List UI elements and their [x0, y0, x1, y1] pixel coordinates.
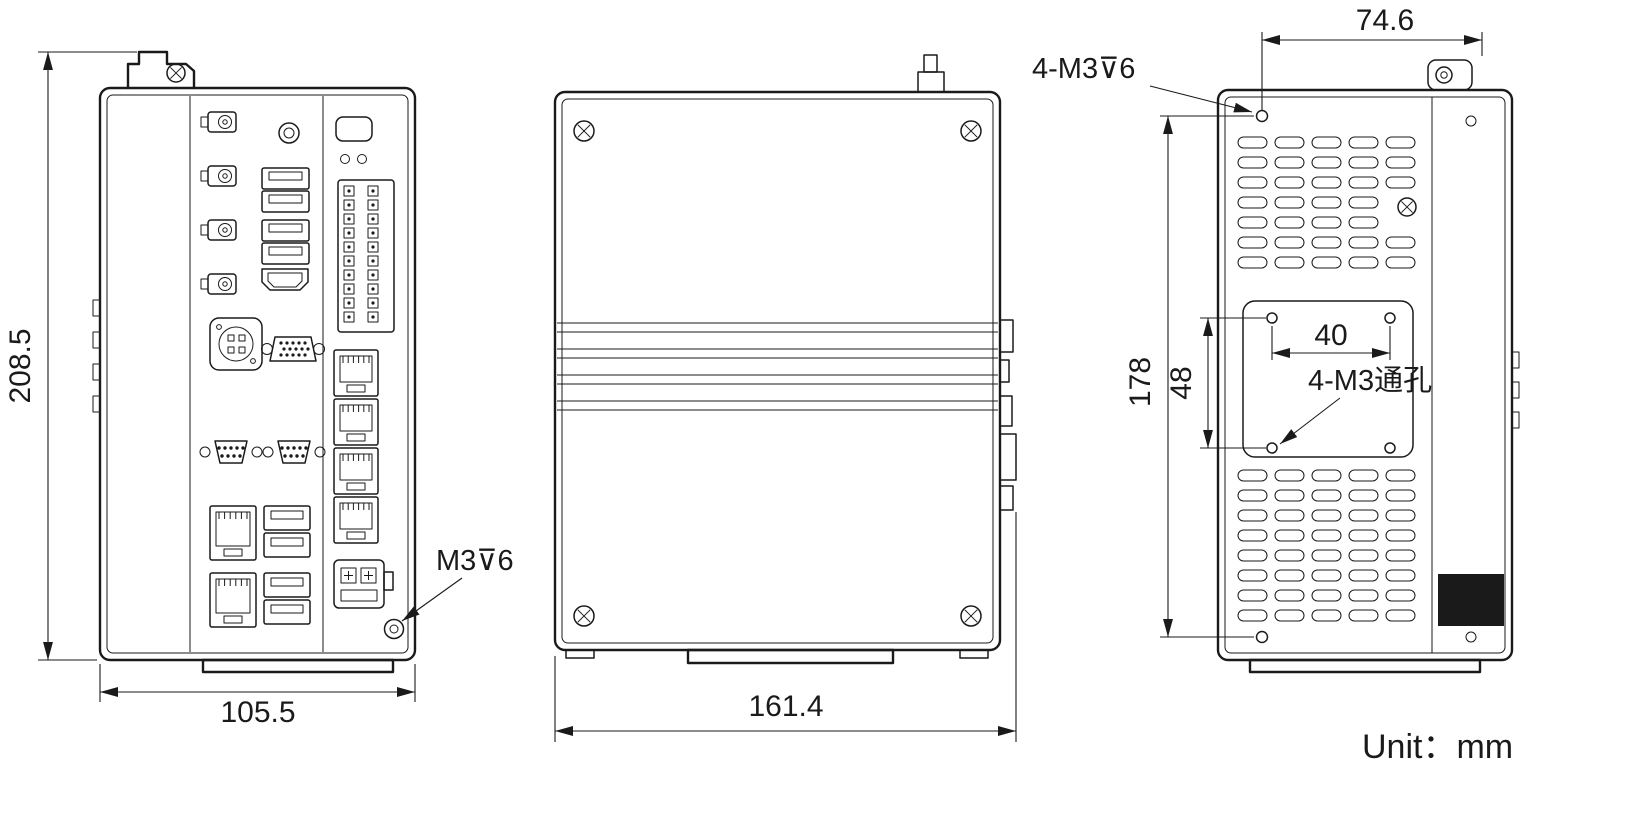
status-led-2 [357, 154, 367, 164]
side-corner-screws [573, 120, 982, 627]
lan-port-5 [333, 447, 379, 495]
front-width-value: 105.5 [220, 696, 295, 729]
back-callout-through-holes: 4-M3通孔 [1279, 365, 1432, 445]
corner-screw [573, 605, 595, 627]
usb-port-8 [263, 599, 311, 625]
usb-port-3 [261, 219, 310, 242]
back-mount-hole-bottom [1255, 630, 1269, 644]
front-view: 208.5 105.5 M3⊽6 [4, 50, 514, 729]
front-foot [201, 658, 395, 674]
back-body-inner [1224, 96, 1506, 654]
lan-port-6 [333, 496, 379, 544]
front-height-value: 208.5 [4, 328, 37, 403]
din-power-connector [209, 317, 263, 371]
hdmi-port [261, 268, 309, 291]
front-callout-screw: M3⊽6 [401, 545, 514, 622]
lan-port-2 [209, 572, 257, 628]
audio-jack [278, 122, 300, 144]
lan-port-4 [333, 398, 379, 446]
serial-port-1 [199, 440, 263, 464]
usb-port-2 [261, 190, 310, 213]
front-dim-width: 105.5 [99, 664, 416, 729]
label-plate [1438, 574, 1504, 626]
usb-port-5 [263, 505, 311, 531]
status-led-1 [340, 154, 350, 164]
back-vent-screw [1397, 197, 1417, 217]
front-tab-screw [166, 63, 186, 83]
side-view: 161.4 [553, 54, 1017, 742]
power-terminal [333, 559, 394, 609]
back-mount-width-value: 74.6 [1356, 4, 1414, 37]
side-body [553, 90, 1002, 652]
corner-screw [573, 120, 595, 142]
back-mount-height-value: 178 [1124, 357, 1157, 407]
lan-port-1 [209, 505, 257, 561]
side-depth-value: 161.4 [748, 690, 823, 723]
side-antenna-stub [917, 54, 945, 93]
corner-screw [960, 120, 982, 142]
side-connector-stubs [999, 319, 1017, 511]
side-foot [686, 648, 895, 665]
reset-button [335, 116, 373, 142]
back-dim-plate-height: 48 [1165, 317, 1266, 449]
lan-port-3 [333, 349, 379, 397]
back-plate-height-value: 48 [1165, 366, 1198, 399]
back-mount-hole-top [1255, 109, 1269, 123]
unit-label: Unit：mm [1362, 728, 1513, 766]
back-mount-plate [1242, 300, 1414, 458]
back-dim-mount-height: 178 [1124, 115, 1254, 638]
vga-port [261, 336, 325, 362]
usb-port-6 [263, 532, 311, 558]
usb-port-7 [263, 572, 311, 598]
back-right-notches [1511, 351, 1520, 429]
back-foot [1248, 658, 1482, 674]
io-connector-3 [200, 219, 237, 241]
serial-port-2 [262, 440, 326, 464]
back-plate-width-value: 40 [1314, 319, 1347, 352]
terminal-block [337, 179, 395, 333]
back-through-holes-callout-text: 4-M3通孔 [1308, 365, 1432, 397]
back-dim-plate-width: 40 [1271, 319, 1391, 360]
side-dim-depth: 161.4 [554, 512, 1017, 742]
usb-port-4 [261, 242, 310, 265]
front-body-inner [106, 94, 409, 654]
side-body-inner [561, 98, 994, 644]
back-vent-grille-top [1237, 136, 1416, 269]
front-dim-height: 208.5 [4, 51, 137, 661]
back-mount-clip [1427, 59, 1473, 91]
back-mount-screws-callout-text: 4-M3⊽6 [1032, 53, 1135, 85]
io-connector-2 [200, 165, 237, 187]
io-connector-4 [200, 273, 237, 295]
usb-port-1 [261, 167, 310, 190]
front-left-notches [92, 299, 101, 413]
front-screw-hole [383, 618, 405, 640]
corner-screw [960, 605, 982, 627]
front-screw-callout-text: M3⊽6 [436, 545, 514, 577]
back-view: 74.6 4-M3⊽6 178 48 40 4-M3通孔 [1032, 4, 1520, 674]
side-grooves [557, 322, 998, 411]
back-vent-grille-bottom [1237, 469, 1416, 622]
back-callout-mount-screws: 4-M3⊽6 [1032, 53, 1253, 113]
io-connector-1 [200, 111, 237, 133]
front-body [98, 86, 417, 662]
back-dim-mount-width: 74.6 [1261, 4, 1483, 110]
front-mount-tab [126, 50, 196, 90]
